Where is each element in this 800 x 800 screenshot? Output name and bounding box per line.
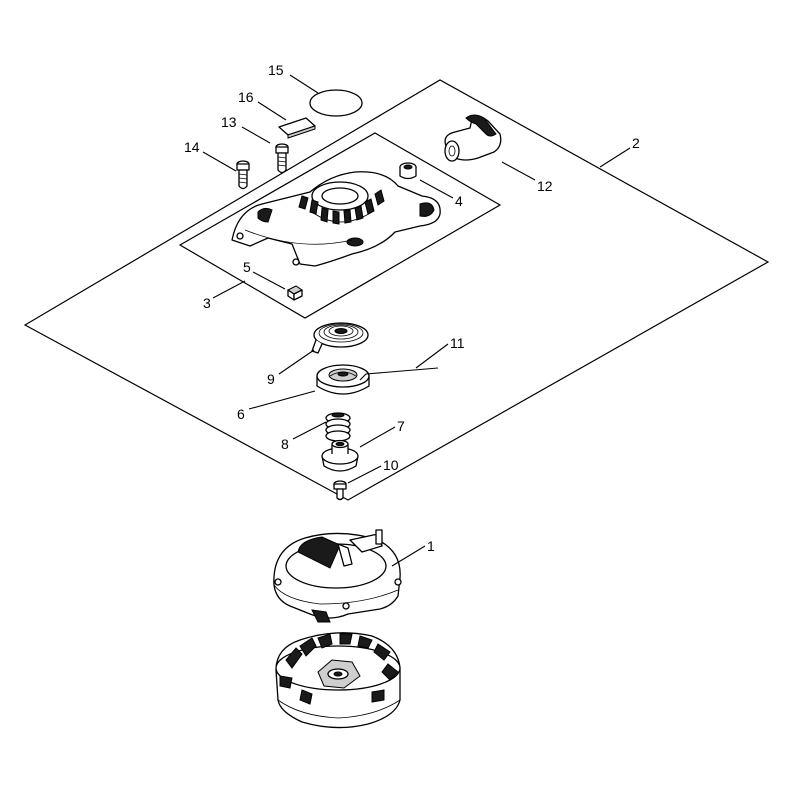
label-4: 4: [455, 193, 463, 209]
bushing-4: [399, 162, 417, 180]
starter-housing-cover: [231, 171, 441, 267]
label-9: 9: [267, 371, 275, 387]
cover-vent-slots: [298, 189, 385, 225]
assembly-outline-2: [23, 79, 770, 501]
bolt-10: [333, 480, 347, 501]
label-16: 16: [238, 89, 254, 105]
label-7: 7: [397, 418, 405, 434]
label-1: 1: [427, 538, 435, 554]
starter-grip: [444, 114, 502, 162]
label-6: 6: [237, 406, 245, 422]
label-disc: [309, 89, 363, 117]
label-2: 2: [632, 135, 640, 151]
fan-housing: [273, 529, 402, 623]
label-3: 3: [203, 295, 211, 311]
screw-13: [275, 143, 289, 174]
flywheel-fins: [279, 633, 399, 705]
rope-pulley: [316, 364, 370, 395]
recoil-spring: [311, 322, 369, 354]
starter-rope: [359, 367, 439, 381]
ratchet: [321, 439, 359, 472]
ratchet-spring: [325, 412, 351, 442]
label-plate: [278, 117, 316, 139]
label-12: 12: [537, 178, 553, 194]
flywheel: [275, 632, 401, 729]
label-8: 8: [281, 436, 289, 452]
screw-14: [236, 160, 250, 190]
nut-5: [287, 285, 303, 301]
label-10: 10: [383, 457, 399, 473]
label-15: 15: [268, 62, 284, 78]
label-13: 13: [221, 114, 237, 130]
assembly-outline-3: [178, 132, 502, 319]
label-5: 5: [243, 259, 251, 275]
label-11: 11: [450, 335, 465, 351]
label-14: 14: [184, 139, 200, 155]
leader-lines: [202, 74, 631, 567]
